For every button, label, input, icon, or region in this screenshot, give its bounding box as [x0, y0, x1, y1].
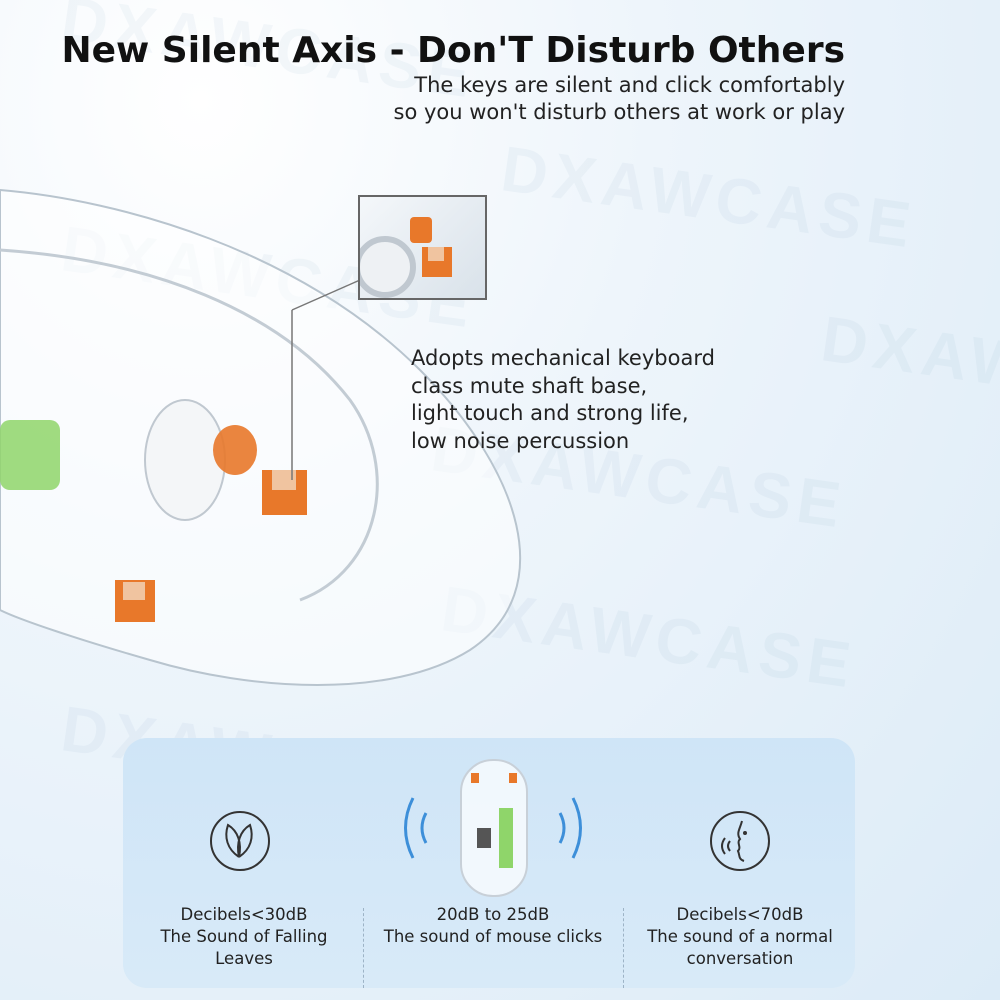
divider: [363, 908, 364, 988]
description-line: light touch and strong life,: [411, 401, 689, 425]
divider: [623, 908, 624, 988]
subtitle-line: so you won't disturb others at work or p…: [393, 100, 845, 124]
comparison-label: Leaves: [215, 949, 273, 968]
comparison-label: The sound of a normal: [647, 927, 833, 946]
comparison-label: The sound of mouse clicks: [383, 927, 603, 946]
comparison-mouse-clicks: 20dB to 25dB The sound of mouse clicks: [378, 904, 608, 948]
comparison-label: conversation: [686, 949, 794, 968]
decibel-value: Decibels<30dB: [180, 905, 308, 924]
watermark: DXAWCASE: [817, 302, 1000, 432]
comparison-label: The Sound of Falling: [160, 927, 328, 946]
speaking-face-icon: [710, 811, 770, 871]
switch-closeup-image: [360, 217, 452, 298]
comparison-conversation: Decibels<70dB The sound of a normal conv…: [625, 904, 855, 970]
comparison-leaves: Decibels<30dB The Sound of Falling Leave…: [129, 904, 359, 970]
watermark: DXAWCASE: [497, 132, 921, 262]
description-line: Adopts mechanical keyboard: [411, 346, 715, 370]
decibel-value: Decibels<70dB: [676, 905, 804, 924]
page-title: New Silent Axis - Don'T Disturb Others: [61, 30, 845, 71]
feature-description: Adopts mechanical keyboard class mute sh…: [411, 345, 715, 455]
description-line: class mute shaft base,: [411, 373, 648, 398]
subtitle-line: The keys are silent and click comfortabl…: [414, 73, 845, 97]
mouse-sound-waves-icon: [404, 759, 582, 897]
description-line: low noise percussion: [411, 428, 630, 453]
decibel-value: 20dB to 25dB: [436, 905, 550, 924]
subtitle: The keys are silent and click comfortabl…: [394, 72, 845, 126]
leaf-icon: [210, 811, 270, 871]
noise-comparison-panel: Decibels<30dB The Sound of Falling Leave…: [123, 738, 855, 988]
switch-closeup-inset: [358, 195, 487, 300]
transparent-mouse-image: [0, 188, 522, 686]
